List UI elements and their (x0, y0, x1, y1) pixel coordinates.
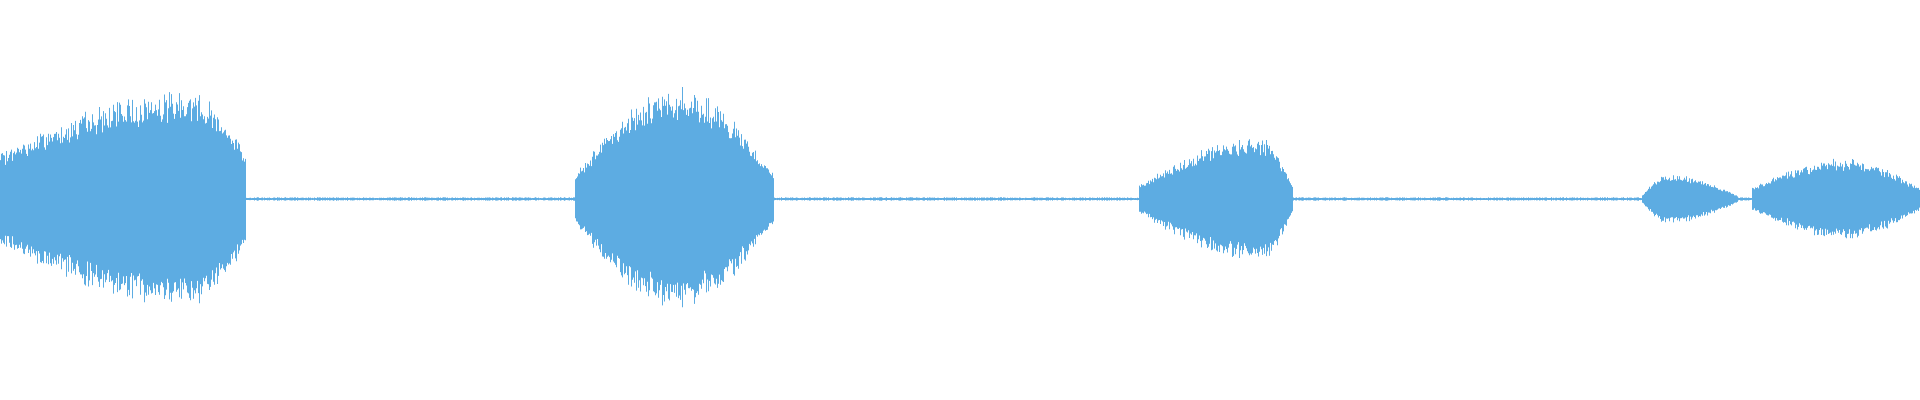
waveform-bars (0, 87, 1920, 308)
waveform-path (0, 87, 1920, 308)
